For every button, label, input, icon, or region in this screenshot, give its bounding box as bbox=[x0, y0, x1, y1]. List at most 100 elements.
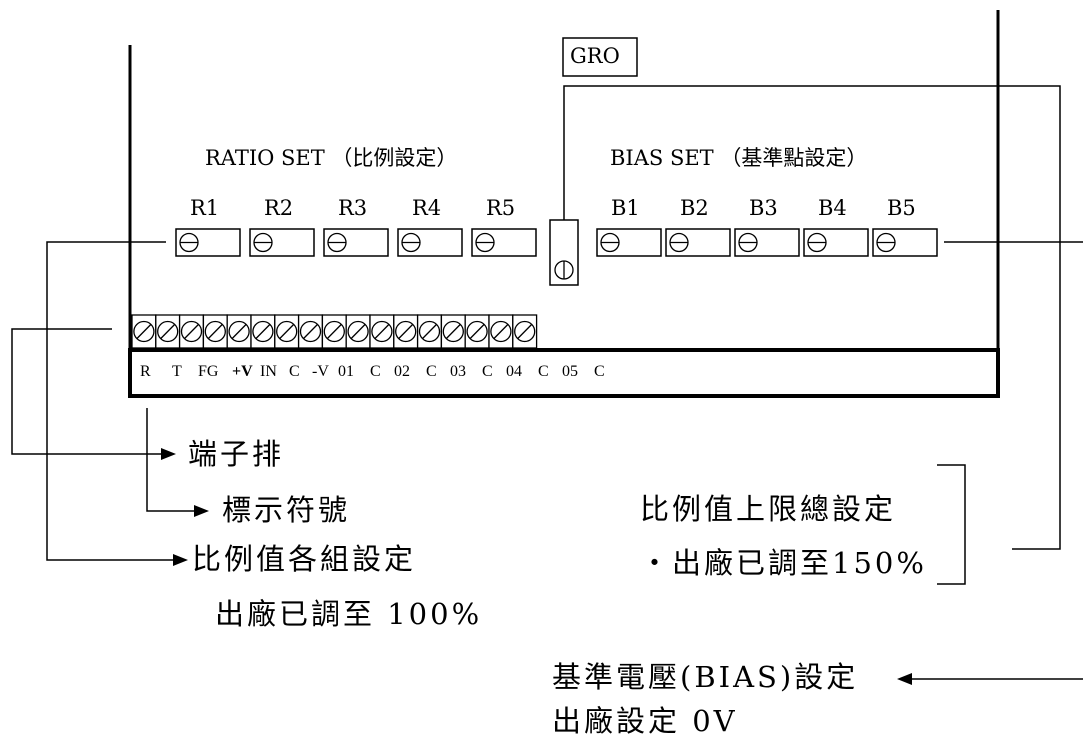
terminal-label: -V bbox=[312, 363, 329, 380]
bias-pot-5 bbox=[872, 228, 938, 257]
terminal-screw bbox=[321, 314, 347, 349]
screw-icon bbox=[807, 232, 827, 253]
bias-pot-label: B1 bbox=[611, 196, 640, 220]
bias-set-title: BIAS SET （基準點設定） bbox=[610, 146, 868, 170]
screw-icon bbox=[395, 320, 417, 343]
ratio-pot-5 bbox=[471, 228, 537, 257]
ratio-pot-label: R4 bbox=[412, 196, 442, 220]
screw-icon bbox=[133, 320, 155, 343]
ratio-limit-note-line2: ・出廠已調至150% bbox=[640, 546, 927, 580]
screw-icon bbox=[157, 320, 179, 343]
terminal-label: C bbox=[289, 363, 300, 380]
screw-icon bbox=[299, 320, 322, 343]
gro-label: GRO bbox=[570, 44, 620, 68]
arrow-ratio-group bbox=[173, 554, 188, 566]
screw-icon bbox=[228, 320, 250, 343]
terminal-block-note: 端子排 bbox=[188, 437, 285, 471]
screw-icon bbox=[252, 320, 274, 343]
bias-voltage-note-line2: 出廠設定 0V bbox=[552, 704, 738, 736]
terminal-label: C bbox=[538, 363, 549, 380]
terminal-screw bbox=[250, 314, 276, 349]
bias-pot-2 bbox=[665, 228, 731, 257]
screw-icon bbox=[347, 320, 369, 343]
screw-icon bbox=[204, 320, 226, 343]
marking-note: 標示符號 bbox=[222, 493, 351, 527]
terminal-label: C bbox=[482, 363, 493, 380]
bias-pot-label: B3 bbox=[749, 196, 778, 220]
screw-icon bbox=[401, 232, 421, 253]
leader-ratio-pots bbox=[46, 241, 175, 561]
terminal-label: 04 bbox=[506, 363, 522, 380]
screw-icon bbox=[442, 320, 464, 343]
terminal-screw bbox=[464, 314, 490, 349]
terminal-screw bbox=[488, 314, 514, 349]
bias-pot-label: B2 bbox=[680, 196, 709, 220]
ratio-pot-2 bbox=[249, 228, 315, 257]
bias-voltage-note-line1: 基準電壓(BIAS)設定 bbox=[552, 660, 859, 694]
screw-icon bbox=[490, 320, 512, 343]
terminal-label-strip bbox=[128, 348, 1000, 398]
terminal-label: 03 bbox=[450, 363, 466, 380]
screw-icon bbox=[738, 232, 758, 253]
screw-icon bbox=[323, 320, 345, 343]
ratio-pot-1 bbox=[175, 228, 241, 257]
screw-icon bbox=[600, 232, 620, 253]
terminal-screw bbox=[416, 314, 443, 349]
ratio-pot-label: R3 bbox=[338, 196, 368, 220]
terminal-screw bbox=[512, 314, 538, 349]
terminal-label: +V bbox=[232, 363, 253, 380]
screw-icon bbox=[466, 320, 488, 343]
gro-pot-link bbox=[563, 85, 1061, 550]
ratio-pot-label: R5 bbox=[486, 196, 516, 220]
terminal-screw bbox=[274, 314, 300, 349]
terminal-label: C bbox=[426, 363, 437, 380]
screw-icon bbox=[669, 232, 689, 253]
terminal-screw bbox=[369, 314, 395, 349]
arrow-marking bbox=[194, 505, 209, 517]
terminal-screw bbox=[178, 314, 205, 349]
ratio-pot-label: R2 bbox=[264, 196, 294, 220]
terminal-label: C bbox=[370, 363, 381, 380]
screw-icon bbox=[276, 320, 298, 343]
terminal-screw bbox=[297, 314, 324, 349]
bias-pot-label: B4 bbox=[818, 196, 847, 220]
terminal-label: 01 bbox=[338, 363, 354, 380]
leader-marking bbox=[146, 408, 196, 512]
ratio-pot-label: R1 bbox=[190, 196, 220, 220]
bias-pot-label: B5 bbox=[887, 196, 916, 220]
limit-bracket bbox=[937, 464, 966, 585]
terminal-screw bbox=[393, 314, 419, 349]
screw-icon bbox=[876, 232, 896, 253]
screw-icon bbox=[253, 232, 273, 253]
terminal-screw bbox=[440, 314, 466, 349]
screw-icon bbox=[475, 232, 495, 253]
screw-icon bbox=[327, 232, 347, 253]
gro-pot-screw-icon bbox=[554, 260, 574, 280]
ratio-pot-4 bbox=[397, 228, 463, 257]
terminal-label: IN bbox=[260, 363, 277, 380]
terminal-label: FG bbox=[198, 363, 219, 380]
terminal-screw bbox=[202, 314, 228, 349]
screw-icon bbox=[179, 232, 199, 253]
ratio-pot-3 bbox=[323, 228, 389, 257]
ratio-set-title: RATIO SET （比例設定） bbox=[205, 146, 458, 170]
terminal-label: T bbox=[172, 363, 182, 380]
bias-pot-4 bbox=[803, 228, 869, 257]
bias-pot-3 bbox=[734, 228, 800, 257]
ratio-group-note-line2: 出廠已調至 100% bbox=[215, 597, 483, 631]
arrow-bias-voltage bbox=[897, 673, 912, 685]
terminal-label: C bbox=[594, 363, 605, 380]
arrow-terminal-block bbox=[161, 448, 176, 460]
gro-box bbox=[562, 37, 638, 77]
terminal-screw bbox=[345, 314, 371, 349]
terminal-label: R bbox=[140, 363, 151, 380]
ratio-group-note-line1: 比例值各組設定 bbox=[192, 542, 417, 576]
terminal-screw bbox=[131, 314, 157, 349]
ratio-limit-note-line1: 比例值上限總設定 bbox=[640, 492, 897, 526]
terminal-label: 05 bbox=[562, 363, 578, 380]
terminal-screw bbox=[226, 314, 252, 349]
leader-terminal-block bbox=[11, 328, 163, 455]
terminal-label: 02 bbox=[394, 363, 410, 380]
